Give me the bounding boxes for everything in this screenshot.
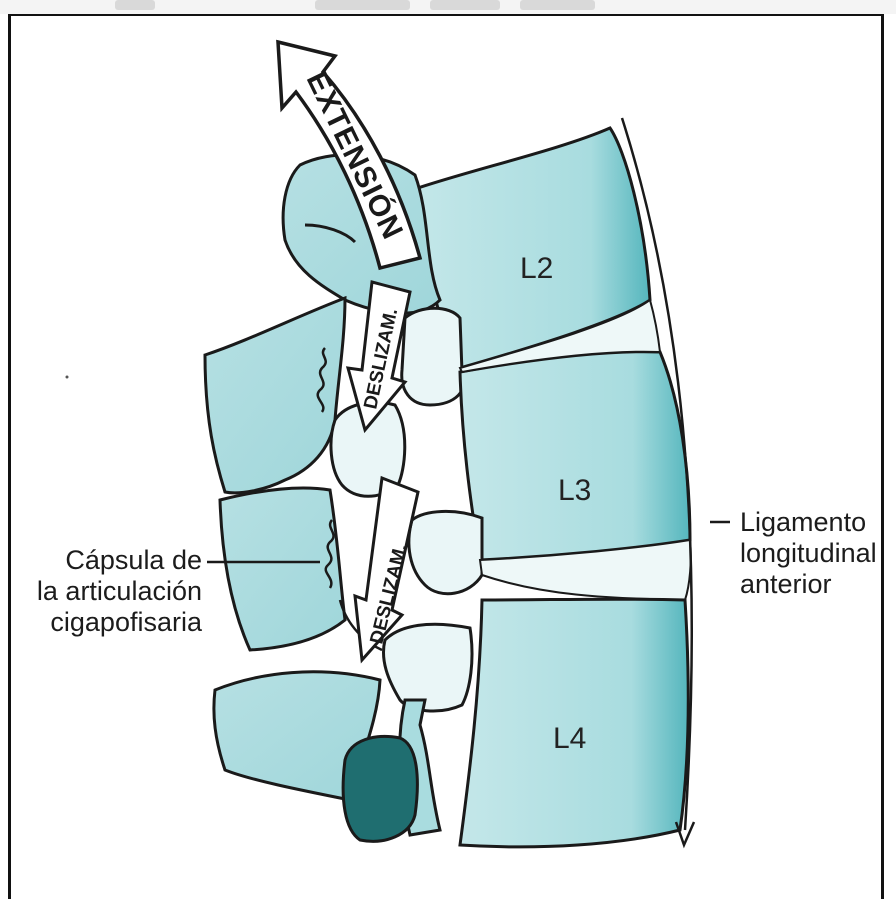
stray-mark [66, 376, 69, 379]
capsule-label-line: la articulación [37, 576, 202, 607]
capsule-label-line: cigapofisaria [37, 607, 202, 638]
capsule-label: Cápsula de la articulación cigapofisaria [37, 545, 202, 638]
vertebra-label-l3: L3 [558, 474, 591, 507]
ligament-label-line: anterior [740, 569, 877, 600]
vertebra-label-l4: L4 [553, 722, 586, 755]
vertebra-label-l2: L2 [520, 252, 553, 285]
ligament-label: Ligamento longitudinal anterior [740, 507, 877, 600]
ligament-label-line: Ligamento [740, 507, 877, 538]
capsule-label-line: Cápsula de [37, 545, 202, 576]
ligament-label-line: longitudinal [740, 538, 877, 569]
